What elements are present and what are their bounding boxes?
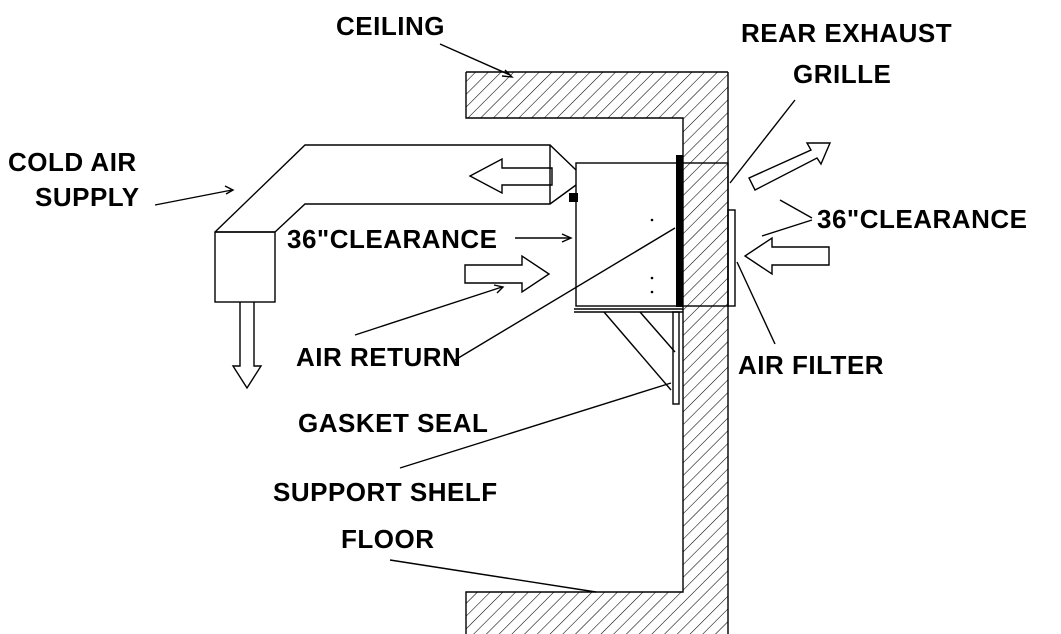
label-cold-air-2: SUPPLY [35, 182, 140, 212]
wall-hatch-fill [466, 72, 728, 634]
label-air-return: AIR RETURN [296, 342, 461, 372]
support-shelf [574, 308, 683, 405]
leader-lines [154, 43, 813, 593]
label-cold-air-1: COLD AIR [8, 147, 137, 177]
gasket-seal-bar [676, 155, 683, 307]
label-support-shelf: SUPPORT SHELF [273, 477, 498, 507]
label-clearance-rear: 36"CLEARANCE [817, 204, 1027, 234]
label-air-filter: AIR FILTER [738, 350, 884, 380]
air-return-arrow [464, 254, 551, 294]
supply-left-arrow [468, 157, 553, 195]
air-filter-panel [727, 209, 736, 307]
wall-structure [465, 71, 729, 634]
wall-outline-inner [465, 72, 684, 634]
unit-knob [569, 193, 578, 202]
label-rear-exhaust-2: GRILLE [793, 59, 891, 89]
ac-unit [569, 155, 736, 307]
label-ceiling: CEILING [336, 11, 445, 41]
exhaust-arrow [748, 142, 832, 191]
label-gasket-seal: GASKET SEAL [298, 408, 488, 438]
rear-intake-arrow [743, 236, 830, 276]
label-rear-exhaust-1: REAR EXHAUST [741, 18, 952, 48]
label-floor: FLOOR [341, 524, 435, 554]
label-clearance-front: 36"CLEARANCE [287, 224, 497, 254]
supply-down-arrow [231, 302, 263, 390]
cold-air-duct [214, 144, 577, 303]
